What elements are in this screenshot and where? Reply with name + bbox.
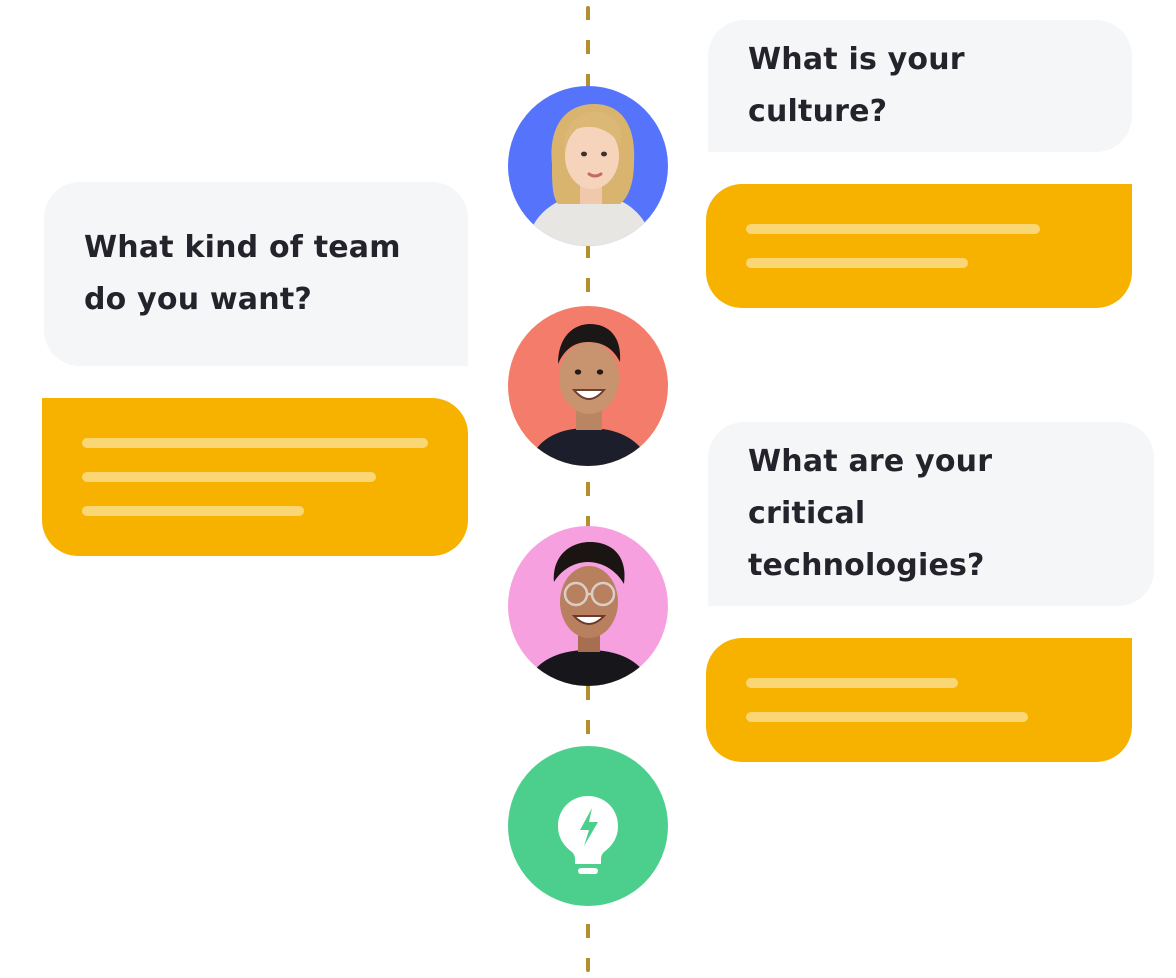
answer-placeholder-line [82,506,304,516]
question-line-1: What are your critical [748,444,993,531]
answer-placeholder-line [82,472,376,482]
answer-card-technologies [706,638,1132,762]
question-line-2: do you want? [84,282,312,317]
man-smiling-avatar [508,306,668,466]
question-card-team: What kind of team do you want? [44,182,468,366]
woman-blonde-avatar [508,86,668,246]
woman-glasses-avatar [508,526,668,686]
answer-placeholder-line [746,678,958,688]
question-card-culture: What is your culture? [708,20,1132,152]
question-text: What kind of team do you want? [84,222,401,326]
question-line-2: technologies? [748,548,985,583]
answer-placeholder-line [82,438,428,448]
timeline-dashed-line [586,6,590,972]
answer-card-culture [706,184,1132,308]
question-text: What are your critical technologies? [748,436,1114,592]
answer-placeholder-line [746,712,1028,722]
question-line-1: What is your culture? [748,42,965,129]
question-card-technologies: What are your critical technologies? [708,422,1154,606]
question-text: What is your culture? [748,34,1092,138]
question-line-1: What kind of team [84,230,401,265]
lightbulb-bolt-icon [508,746,668,906]
answer-card-team [42,398,468,556]
answer-placeholder-line [746,224,1040,234]
answer-placeholder-line [746,258,968,268]
